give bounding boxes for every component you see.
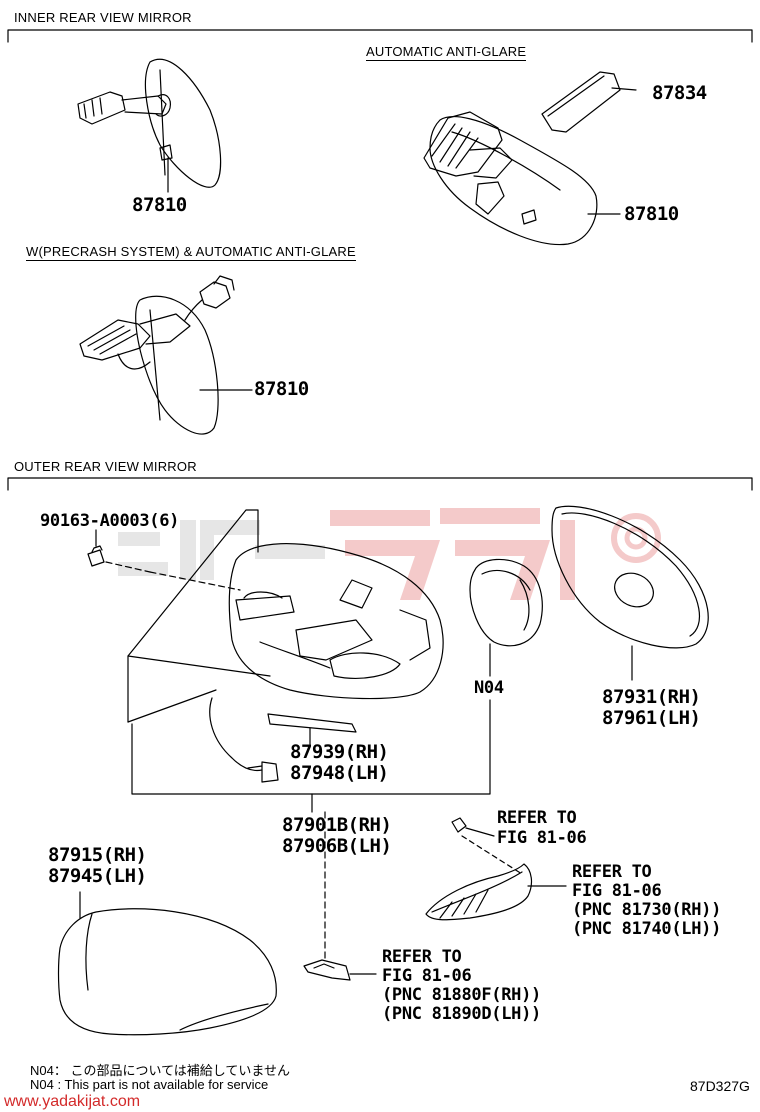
part-number-87810-auto[interactable]: 87810: [624, 203, 679, 225]
watermark-url[interactable]: www.yadakijat.com: [4, 1093, 141, 1110]
part-number-87906b-lh[interactable]: 87906B(LH): [282, 835, 392, 857]
part-number-87810-basic[interactable]: 87810: [132, 194, 187, 216]
part-number-87945-lh[interactable]: 87945(LH): [48, 865, 147, 887]
note-english: N04 : This part is not available for ser…: [30, 1077, 269, 1092]
turn-signal-screw-drawing: [451, 817, 523, 875]
diagram-code: 87D327G: [690, 1078, 750, 1094]
inner-section-bracket: [7, 29, 753, 43]
section-title-auto-antiglare: AUTOMATIC ANTI-GLARE: [366, 44, 527, 61]
refer-to-turn-signal-line1[interactable]: REFER TO: [572, 862, 652, 882]
mirror-glass-drawing: [551, 505, 709, 681]
refer-to-turn-signal-line2[interactable]: FIG 81-06: [572, 881, 662, 901]
section-title-outer: OUTER REAR VIEW MIRROR: [14, 459, 197, 474]
part-number-87939-rh[interactable]: 87939(RH): [290, 741, 389, 763]
mirror-actuator-drawing: [469, 558, 543, 677]
part-number-87915-rh[interactable]: 87915(RH): [48, 844, 147, 866]
part-number-90163[interactable]: 90163-A0003(6): [40, 511, 180, 531]
part-number-87901b-rh[interactable]: 87901B(RH): [282, 814, 392, 836]
turn-signal-lamp-drawing: [425, 863, 567, 921]
part-number-87810-precrash[interactable]: 87810: [254, 378, 309, 400]
refer-to-lamp-line3[interactable]: (PNC 81880F(RH)): [382, 985, 541, 1005]
refer-to-screw-line2[interactable]: FIG 81-06: [497, 828, 587, 848]
under-mirror-lamp-drawing: [303, 959, 377, 981]
part-number-87961-lh[interactable]: 87961(LH): [602, 707, 701, 729]
part-number-87834[interactable]: 87834: [652, 82, 707, 104]
refer-to-lamp-line2[interactable]: FIG 81-06: [382, 966, 472, 986]
refer-to-lamp-line4[interactable]: (PNC 81890D(LH)): [382, 1004, 541, 1024]
outer-section-bracket: [7, 477, 753, 491]
refer-to-turn-signal-line3[interactable]: (PNC 81730(RH)): [572, 900, 722, 920]
part-number-n04: N04: [474, 678, 504, 698]
section-title-precrash: W(PRECRASH SYSTEM) & AUTOMATIC ANTI-GLAR…: [26, 244, 356, 261]
note-japanese: N04： この部品については補給していません: [30, 1063, 291, 1078]
precrash-mirror-drawing: [79, 275, 253, 435]
refer-to-lamp-line1[interactable]: REFER TO: [382, 947, 462, 967]
outer-mirror-assembly-drawing: [87, 509, 491, 813]
refer-to-turn-signal-line4[interactable]: (PNC 81740(LH)): [572, 919, 722, 939]
part-number-87931-rh[interactable]: 87931(RH): [602, 686, 701, 708]
mirror-cover-drawing: [57, 891, 277, 1036]
refer-to-screw-line1[interactable]: REFER TO: [497, 808, 577, 828]
section-title-inner: INNER REAR VIEW MIRROR: [14, 10, 192, 25]
auto-antiglare-mirror-drawing: [423, 71, 637, 246]
part-number-87948-lh[interactable]: 87948(LH): [290, 762, 389, 784]
inner-mirror-basic-drawing: [77, 58, 222, 193]
